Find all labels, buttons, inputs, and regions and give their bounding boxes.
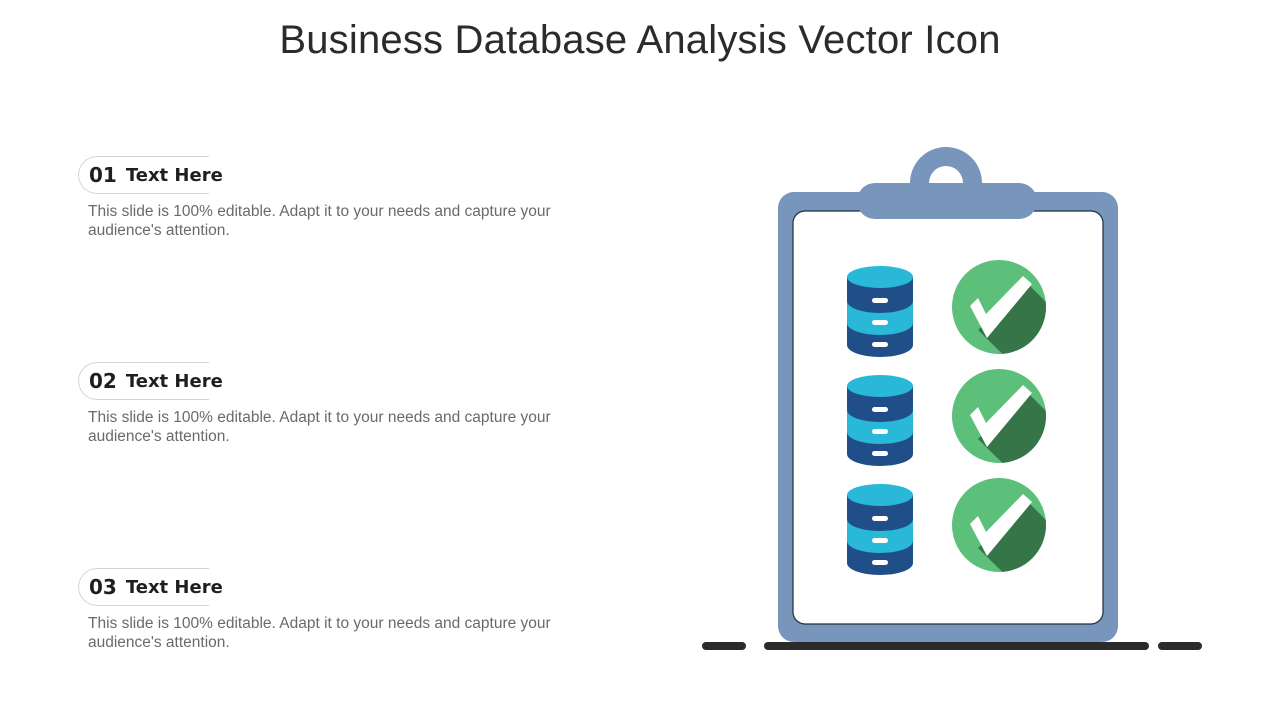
item-description: This slide is 100% editable. Adapt it to… (88, 409, 551, 445)
item-number: 02 (89, 369, 117, 393)
database-icon (847, 375, 913, 466)
pill-outline (78, 362, 209, 400)
item-description: This slide is 100% editable. Adapt it to… (88, 615, 551, 651)
pill-outline (78, 156, 209, 194)
database-icon (847, 484, 913, 575)
check-circle-icon (952, 260, 1046, 354)
check-circle-icon (952, 369, 1046, 463)
clipboard-icon (778, 147, 1118, 642)
item-header: 02 Text Here (78, 362, 298, 400)
item-label: Text Here (125, 370, 223, 392)
item-number: 03 (89, 575, 117, 599)
list-item-02: 02 Text Here This slide is 100% editable… (78, 362, 638, 446)
item-label: Text Here (125, 164, 223, 186)
item-label: Text Here (125, 576, 223, 598)
check-circle-icon (952, 478, 1046, 572)
database-icon (847, 266, 913, 357)
pill-outline (78, 568, 209, 606)
list-item-01: 01 Text Here This slide is 100% editable… (78, 156, 638, 240)
item-number: 01 (89, 163, 117, 187)
list-item-03: 03 Text Here This slide is 100% editable… (78, 568, 638, 652)
item-header: 03 Text Here (78, 568, 298, 606)
clipboard-illustration (702, 147, 1202, 650)
item-header: 01 Text Here (78, 156, 298, 194)
slide-title: Business Database Analysis Vector Icon (279, 18, 1001, 62)
item-description: This slide is 100% editable. Adapt it to… (88, 203, 551, 239)
